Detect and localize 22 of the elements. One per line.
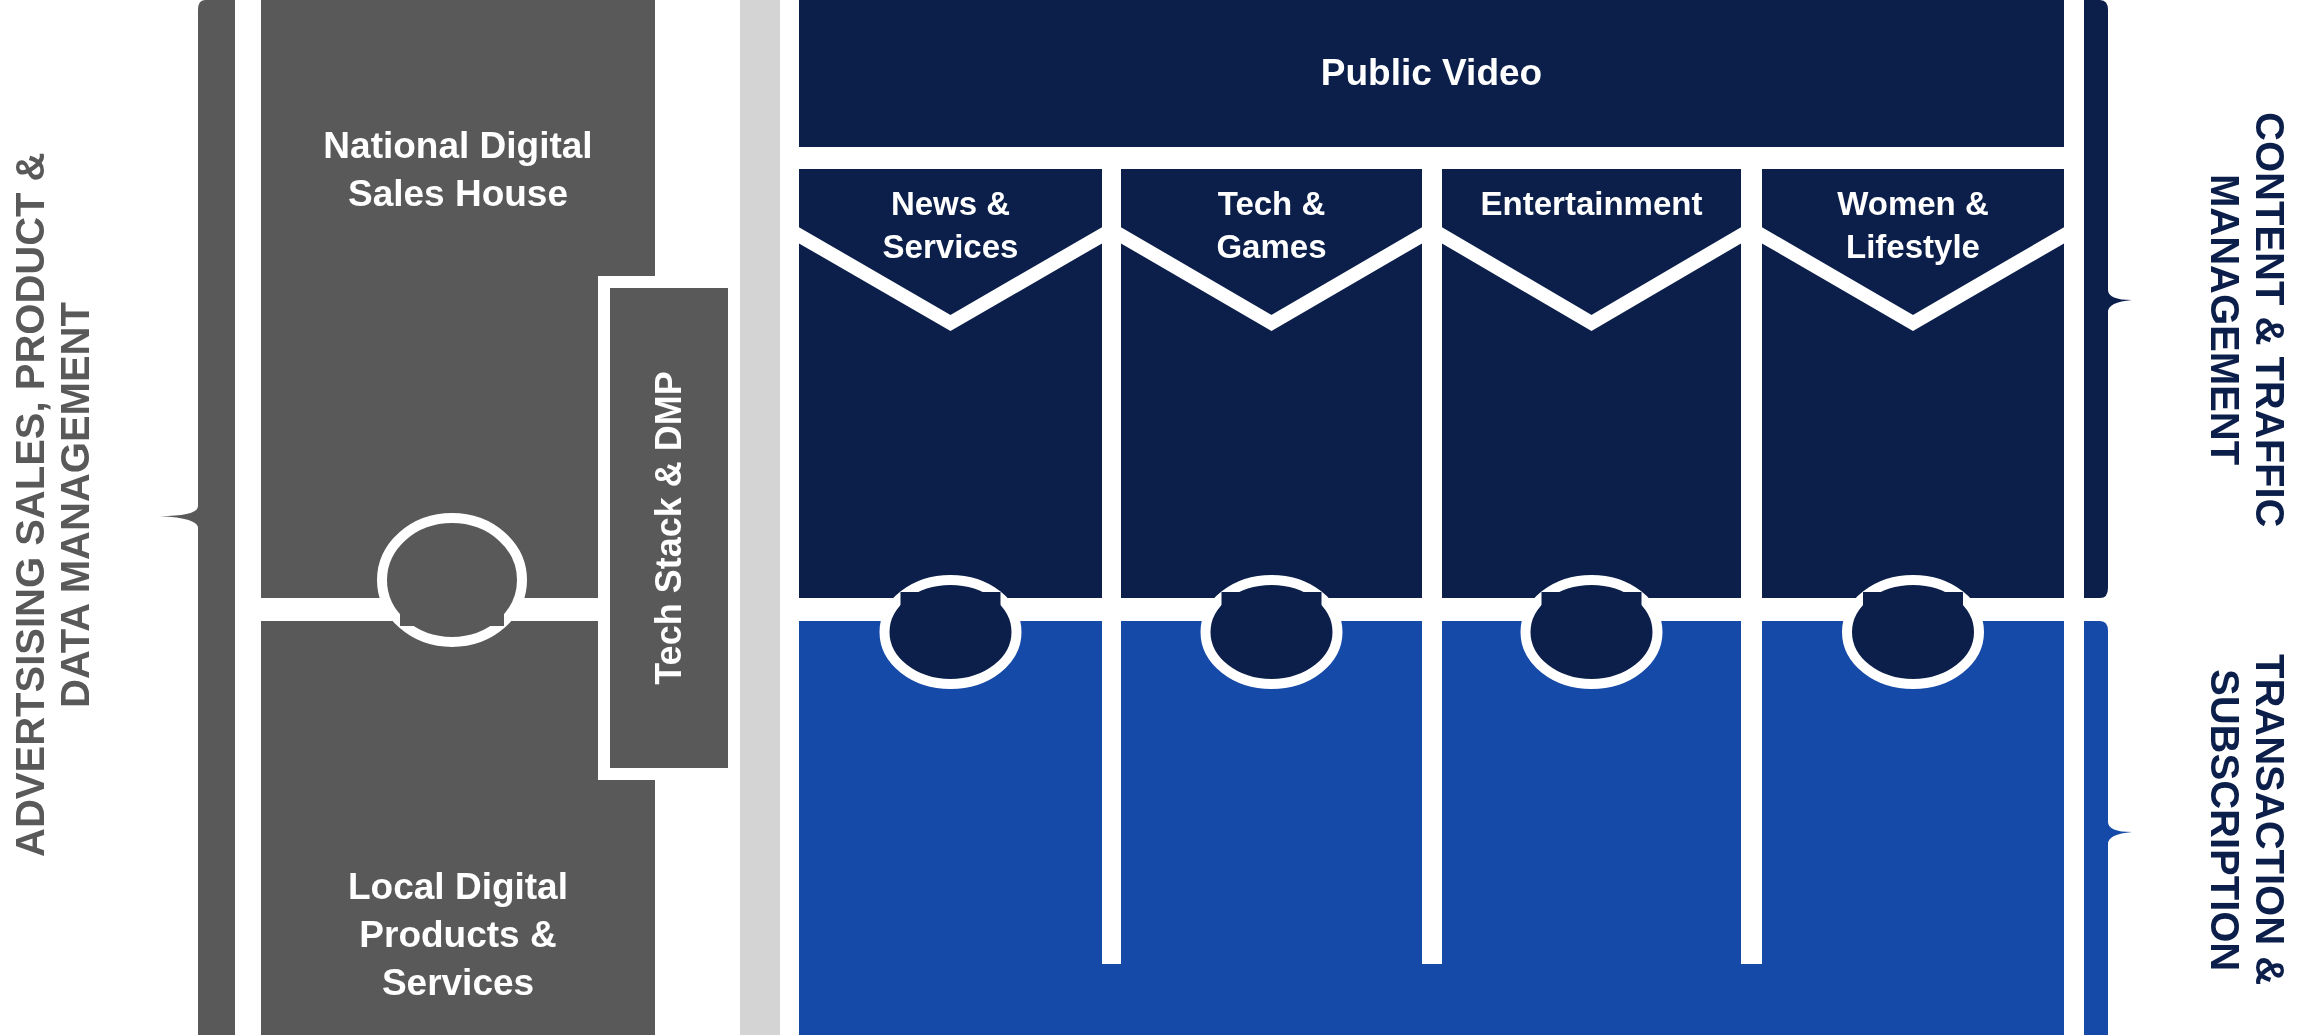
panel-box: [1442, 621, 1741, 964]
node-label: Women & Lifestyle: [1836, 184, 1990, 267]
category-column: [1442, 169, 1741, 598]
node-label: Tech & Games: [1215, 184, 1328, 267]
side-label: TRANSACTION & SUBSCRIPTION: [2202, 653, 2292, 988]
panel-box: [1121, 621, 1422, 964]
node-label: Tech Stack & DMP: [648, 371, 690, 685]
panel-box: [799, 621, 1102, 964]
node-label: Entertainment: [1479, 184, 1704, 224]
category-column: [799, 169, 1102, 598]
node-label: News & Services: [881, 184, 1020, 267]
side-label: ADVERTSISING SALES, PRODUCT & DATA MANAGEMENT: [8, 151, 98, 860]
node-label: Public Video: [1319, 52, 1544, 94]
node-label: Local Digital Products & Services: [347, 864, 569, 1005]
panel-box: [1762, 621, 2064, 964]
header-band: [799, 0, 2064, 147]
side-label: CONTENT & TRAFFIC MANAGEMENT: [2202, 111, 2292, 530]
puzzle-panel: [261, 621, 655, 1035]
node-label: National Digital Sales House: [322, 124, 594, 217]
category-column: [1762, 169, 2064, 598]
column-bar: [740, 0, 780, 1035]
category-column: [1121, 169, 1422, 598]
